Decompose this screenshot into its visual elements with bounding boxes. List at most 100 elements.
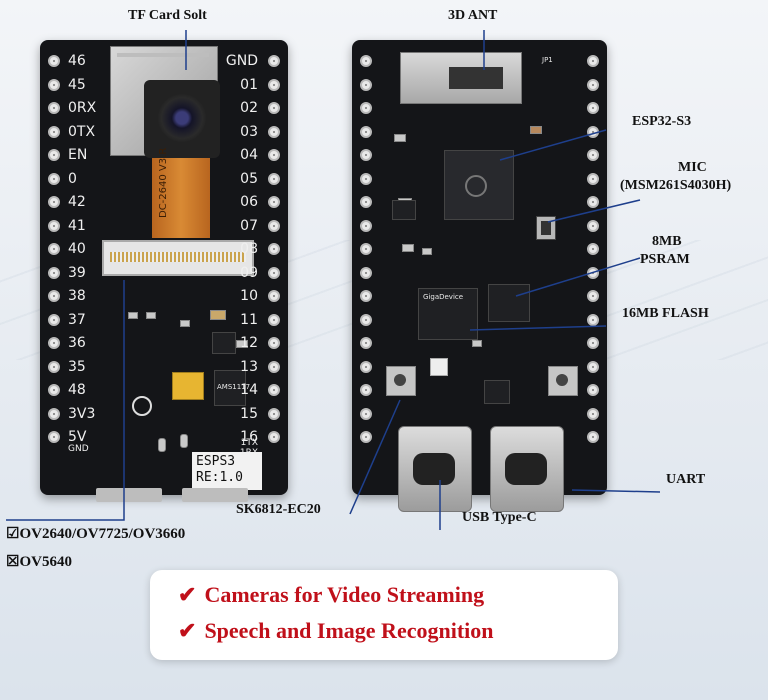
camera-support-1: ☑OV2640/OV7725/OV3660: [6, 524, 185, 543]
board-name-box: ESPS3 RE:1.0: [192, 452, 262, 490]
header-pad: [48, 360, 60, 373]
camera-module: [144, 80, 220, 158]
header-pad: [587, 243, 599, 255]
header-pad: [587, 196, 599, 208]
right-pin-label: 03: [240, 123, 258, 140]
header-pad: [587, 172, 599, 185]
header-pad: [48, 55, 60, 67]
callout-esp32-s3: ESP32-S3: [632, 114, 692, 129]
left-pin-label: 38: [68, 288, 86, 304]
feature-1-text: Cameras for Video Streaming: [204, 582, 485, 607]
header-pad: [268, 243, 280, 255]
left-pin-label: 46: [68, 53, 86, 69]
callout-psram: PSRAM: [640, 252, 690, 267]
header-pad: [48, 172, 60, 185]
right-pin-label: 08: [240, 241, 258, 257]
header-pad: [48, 219, 60, 232]
header-pad: [48, 313, 60, 326]
camera-support-2: ☒OV5640: [6, 552, 72, 571]
header-pad: [360, 149, 372, 161]
header-pad: [48, 196, 60, 208]
usb-connector-front-right: [182, 488, 248, 502]
header-pad: [360, 55, 372, 67]
left-pin-label: 36: [68, 335, 86, 351]
header-pad: [587, 55, 599, 67]
feature-2-text: Speech and Image Recognition: [204, 618, 494, 643]
left-pin-label: 0: [68, 170, 77, 187]
header-pad: [587, 290, 599, 302]
header-pad: [360, 360, 372, 373]
right-pin-label: 13: [240, 358, 258, 375]
camera-support-2-text: OV5640: [19, 554, 72, 570]
left-pin-label: 0RX: [68, 100, 97, 116]
right-pin-label: 15: [240, 405, 258, 422]
header-pad: [587, 407, 599, 420]
feature-2: ✔ Speech and Image Recognition: [178, 618, 494, 644]
header-pad: [587, 337, 599, 349]
header-pad: [360, 196, 372, 208]
header-pad: [48, 102, 60, 114]
callout-flash: 16MB FLASH: [622, 306, 709, 321]
header-pad: [268, 431, 280, 443]
camera-flex-cable: DC-2640 V3.R: [152, 148, 210, 238]
right-pin-label: 10: [240, 288, 258, 304]
header-pad: [48, 78, 60, 91]
header-pad: [587, 431, 599, 443]
header-pad: [360, 219, 372, 232]
left-pin-label: 39: [68, 264, 86, 281]
antenna-3d: [400, 52, 522, 104]
board-revision: RE:1.0: [196, 470, 243, 485]
header-pad: [360, 407, 372, 420]
header-pad: [268, 313, 280, 326]
header-pad: [360, 125, 372, 138]
right-pin-label: 09: [240, 264, 258, 281]
header-pad: [268, 125, 280, 138]
header-pad: [587, 384, 599, 396]
header-pad: [587, 78, 599, 91]
callout-led: SK6812-EC20: [236, 502, 321, 517]
callout-3d-ant: 3D ANT: [448, 8, 498, 23]
header-pad: [268, 337, 280, 349]
feature-1: ✔ Cameras for Video Streaming: [178, 582, 484, 608]
header-pad: [48, 337, 60, 349]
left-pin-label: 35: [68, 358, 86, 375]
header-pad: [360, 384, 372, 396]
left-pin-gnd-label: GND: [68, 444, 89, 454]
right-pin-label: 02: [240, 100, 258, 116]
header-pad: [360, 243, 372, 255]
left-pin-label: 40: [68, 241, 86, 257]
header-pad: [360, 337, 372, 349]
tantalum-capacitor: [172, 372, 204, 400]
header-pad: [48, 125, 60, 138]
switch-sw1: [386, 366, 416, 396]
callout-mic: MIC: [678, 160, 707, 175]
right-pin-label: 16: [240, 429, 258, 445]
header-pad: [360, 102, 372, 114]
camera-support-1-text: OV2640/OV7725/OV3660: [19, 526, 186, 542]
left-pin-label: 48: [68, 382, 86, 398]
check-box-icon: ☑: [6, 526, 20, 542]
right-pin-label: 12: [240, 335, 258, 351]
header-pad: [360, 290, 372, 302]
callout-tf-card: TF Card Solt: [128, 8, 207, 23]
cross-box-icon: ☒: [6, 554, 20, 570]
jumper-label: JP1: [542, 56, 553, 64]
left-pin-label: 3V3: [68, 405, 96, 422]
right-pin-label: GND: [225, 53, 258, 69]
psram-chip: [488, 284, 530, 322]
callout-usb-type-c: USB Type-C: [462, 510, 537, 525]
check-icon: ✔: [178, 582, 197, 607]
header-pad: [48, 290, 60, 302]
header-pad: [360, 431, 372, 443]
board-name: ESPS3: [196, 454, 236, 469]
header-pad: [268, 172, 280, 185]
header-pad: [360, 266, 372, 279]
header-pad: [48, 243, 60, 255]
callout-uart: UART: [666, 472, 706, 487]
header-pad: [360, 313, 372, 326]
right-pin-label: 11: [240, 311, 258, 328]
check-icon: ✔: [178, 618, 197, 643]
header-pad: [268, 196, 280, 208]
